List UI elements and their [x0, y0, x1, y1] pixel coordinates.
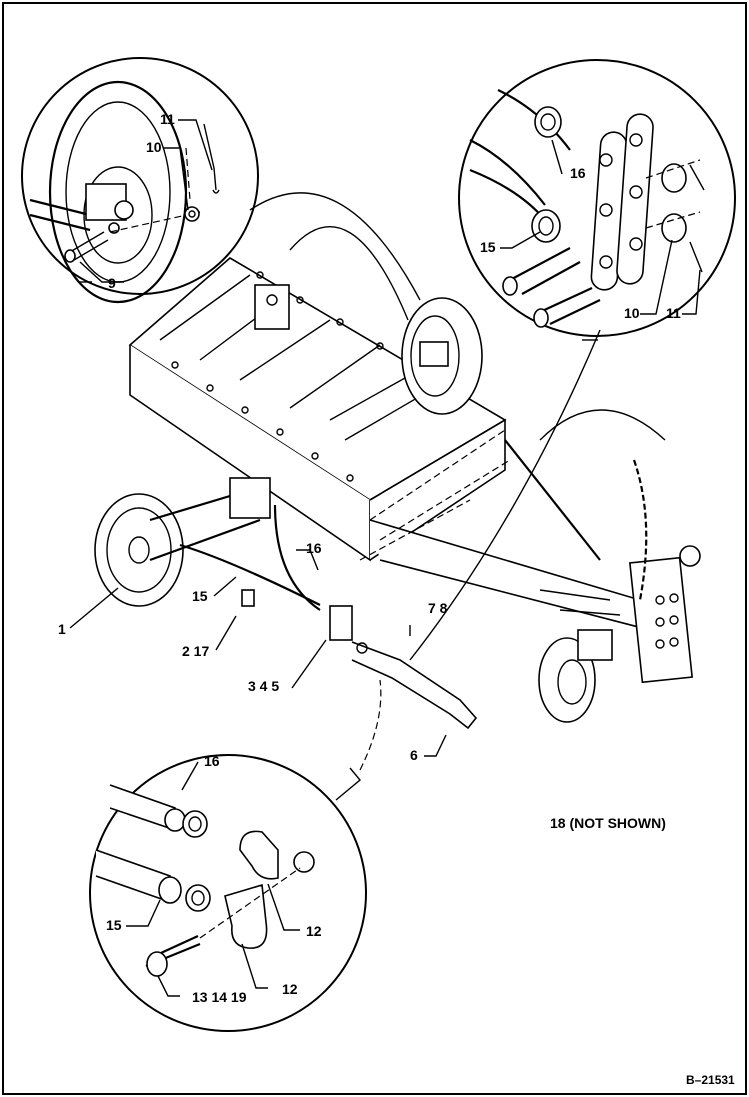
- callout-16-main: 16: [306, 540, 322, 556]
- callout-bl-13-14-19: 13 14 19: [192, 989, 247, 1005]
- detail-circle-hitch-plates: [458, 59, 736, 341]
- callout-6: 6: [410, 747, 418, 763]
- callout-ur-16: 16: [570, 165, 586, 181]
- callout-ur-10: 10: [624, 305, 640, 321]
- sweep-arc-wheel-hub-inner: [249, 192, 421, 301]
- callout-15-main: 15: [192, 588, 208, 604]
- detail-circle-cable-clamps: [89, 679, 382, 1032]
- callout-ul-10: 10: [146, 139, 162, 155]
- callout-bl-12b: 12: [282, 981, 298, 997]
- callout-1: 1: [58, 621, 66, 637]
- sweep-arc-hitch-inner: [409, 329, 601, 661]
- not-shown-note: 18 (NOT SHOWN): [550, 815, 666, 831]
- callout-bl-15: 15: [106, 917, 122, 933]
- leader-lines: [69, 119, 701, 997]
- callout-bl-16: 16: [204, 753, 220, 769]
- callout-3-4-5: 3 4 5: [248, 678, 279, 694]
- detail-circle-wheel-hub: [21, 57, 259, 304]
- callout-2-17: 2 17: [182, 643, 209, 659]
- callout-7-8: 7 8: [428, 600, 448, 616]
- callout-ur-11: 11: [666, 305, 681, 321]
- main-assembly: [94, 257, 701, 730]
- callout-ul-9: 9: [108, 275, 116, 291]
- sweep-arc-wheel-hub: [289, 225, 409, 321]
- callout-bl-12a: 12: [306, 923, 322, 939]
- figure-reference: B–21531: [686, 1073, 735, 1087]
- callout-ur-15: 15: [480, 239, 496, 255]
- callout-ul-11: 11: [160, 111, 175, 127]
- sweep-arc-hitch: [539, 409, 666, 441]
